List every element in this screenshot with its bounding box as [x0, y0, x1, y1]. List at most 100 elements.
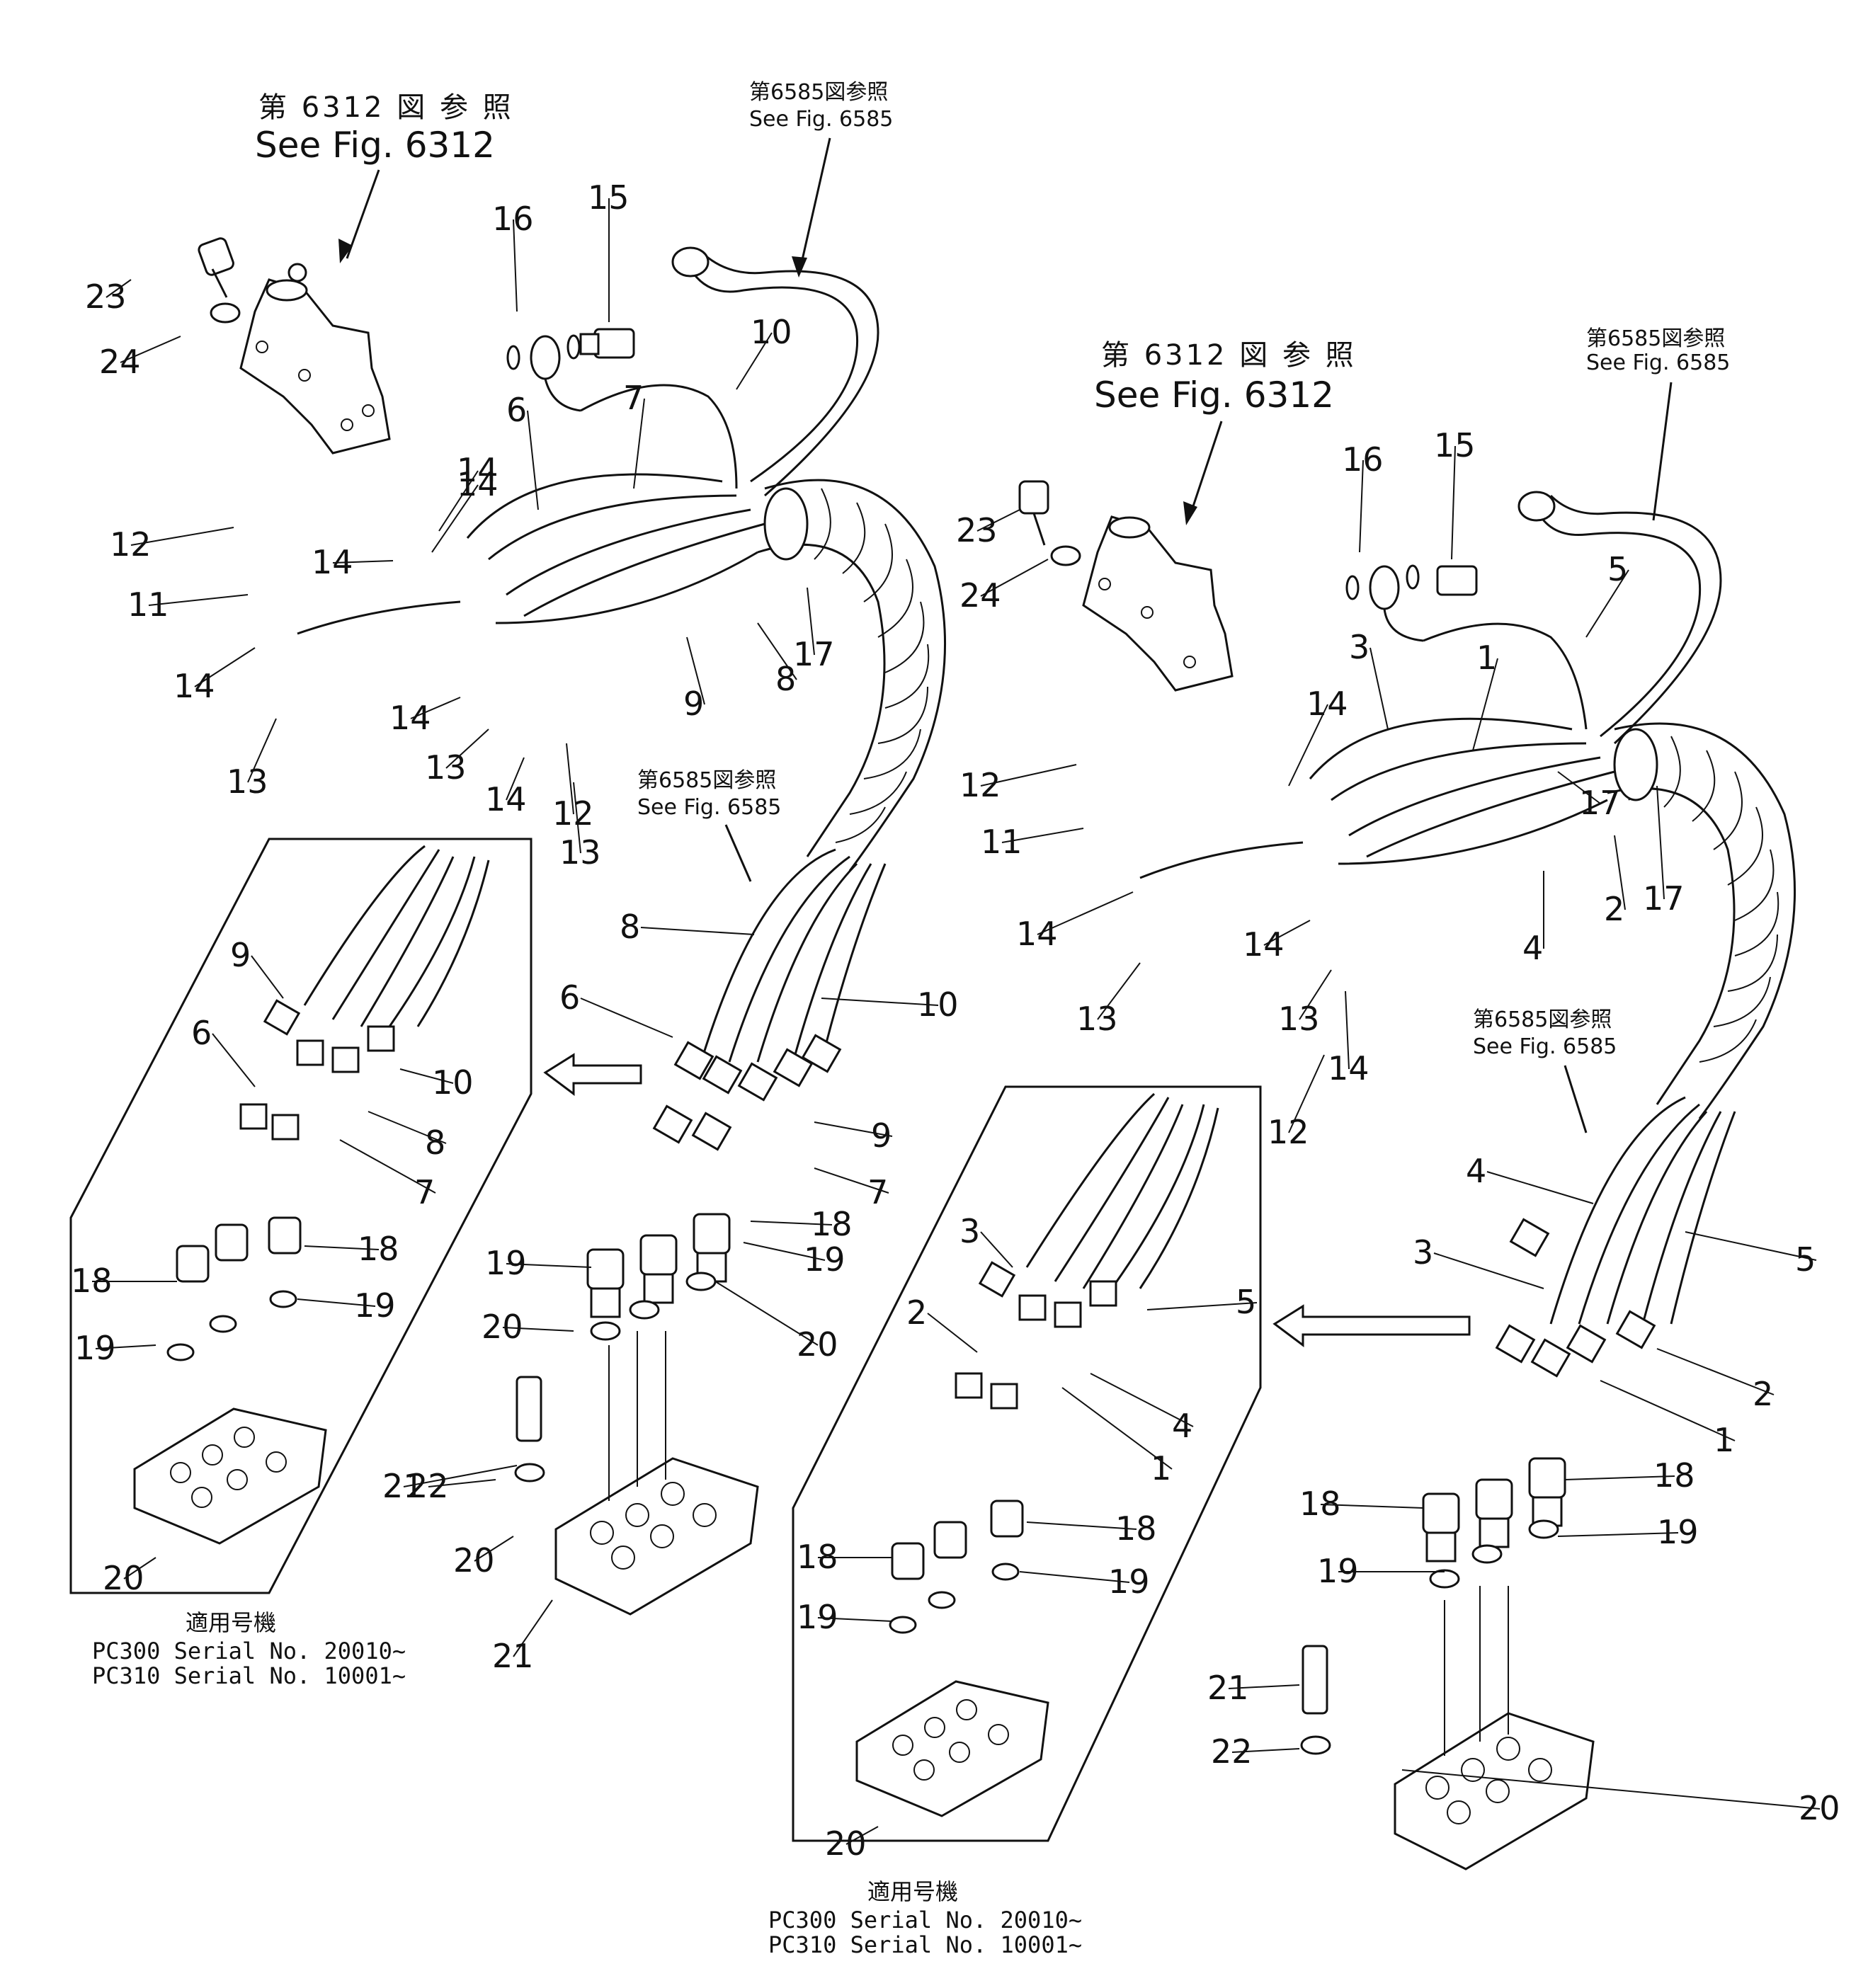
part-number-15: 15 — [1434, 426, 1476, 464]
part-number-21: 21 — [1207, 1669, 1249, 1707]
arrow-head — [1183, 501, 1197, 525]
callout-leader — [1359, 459, 1364, 553]
callout-leader — [474, 1536, 514, 1562]
ref-arrow — [724, 824, 752, 882]
part-number-7: 7 — [414, 1173, 435, 1211]
part-number-18: 18 — [1653, 1456, 1695, 1495]
callout-leader — [1061, 1387, 1173, 1470]
callout-leader — [304, 1245, 380, 1250]
callout-leader — [332, 560, 394, 564]
part-number-2: 2 — [1604, 890, 1624, 928]
o-ring-19 — [685, 1272, 717, 1291]
callout-leader — [1451, 445, 1456, 560]
part-number-24: 24 — [99, 343, 141, 381]
ref-fig6312-jp-left: 第 6312 図 参 照 — [258, 91, 514, 124]
part-number-1: 1 — [1151, 1449, 1171, 1487]
part-number-11: 11 — [981, 823, 1023, 861]
callout-leader — [1600, 1380, 1736, 1441]
callout-leader — [640, 927, 755, 935]
callout-leader — [399, 1068, 454, 1084]
washer-22 — [514, 1463, 545, 1483]
callout-leader — [339, 1139, 436, 1194]
part-number-5: 5 — [1607, 550, 1628, 588]
part-number-18: 18 — [797, 1538, 838, 1576]
callout-leader — [736, 332, 773, 390]
callout-leader — [123, 1557, 156, 1579]
ref-arrow — [1564, 1065, 1588, 1133]
callout-leader — [1433, 1252, 1544, 1289]
callout-leader — [506, 757, 525, 801]
part-number-11: 11 — [127, 585, 169, 624]
bolt-21 — [1302, 1645, 1328, 1715]
ref-arrow — [1188, 421, 1223, 518]
callout-leader — [757, 622, 797, 680]
arrow-head — [792, 256, 807, 278]
serial-heading-right: 適用号機 — [867, 1878, 958, 1905]
callout-leader — [580, 998, 673, 1038]
callout-leader — [251, 955, 284, 999]
spiral-guard-right — [1607, 722, 1796, 1119]
part-number-6: 6 — [191, 1014, 212, 1052]
callout-leader — [1019, 1571, 1130, 1583]
inset-arrow — [543, 1053, 642, 1096]
serial-line2-left: PC310 Serial No. 10001~ — [92, 1662, 406, 1689]
serial-line1-right: PC300 Serial No. 20010~ — [768, 1907, 1082, 1933]
callout-leader — [1288, 704, 1328, 787]
o-ring-19 — [1471, 1544, 1503, 1564]
callout-leader — [1656, 785, 1665, 900]
callout-leader — [1486, 1171, 1594, 1204]
ref-fig6585-en-mid: See Fig. 6585 — [637, 795, 781, 820]
callout-leader — [1557, 1532, 1679, 1537]
callout-leader — [976, 509, 1020, 532]
part-number-7: 7 — [623, 379, 644, 417]
callout-leader — [566, 743, 574, 815]
part-number-10: 10 — [432, 1063, 474, 1102]
hose-bundle-top-left — [297, 246, 879, 635]
part-number-5: 5 — [1795, 1240, 1816, 1279]
callout-leader — [438, 470, 479, 532]
part-number-1: 1 — [1476, 639, 1497, 677]
callout-leader — [633, 398, 645, 489]
part-number-8: 8 — [620, 908, 640, 946]
ref-fig6585-jp-mid: 第6585図参照 — [637, 768, 776, 793]
part-number-2: 2 — [906, 1293, 927, 1332]
callout-leader — [814, 1167, 889, 1194]
serial-line2-right: PC310 Serial No. 10001~ — [768, 1931, 1082, 1958]
pilot-valve-body — [239, 263, 391, 455]
part-number-21: 21 — [382, 1467, 424, 1505]
ref-fig6585-jp-left: 第6585図参照 — [749, 80, 888, 105]
part-number-19: 19 — [1657, 1513, 1699, 1551]
part-number-3: 3 — [959, 1212, 980, 1250]
part-number-23: 23 — [956, 511, 998, 549]
part-number-10: 10 — [917, 986, 959, 1024]
serial-line1-left: PC300 Serial No. 20010~ — [92, 1638, 406, 1664]
hose-bundle-top-right — [1139, 491, 1722, 879]
part-number-4: 4 — [1522, 929, 1543, 967]
part-number-1: 1 — [1714, 1421, 1734, 1459]
callout-leader — [807, 587, 815, 656]
part-number-17: 17 — [1643, 879, 1685, 918]
callout-leader — [506, 1263, 592, 1268]
callout-leader — [686, 636, 705, 705]
part-number-18: 18 — [811, 1205, 853, 1243]
part-number-20: 20 — [482, 1308, 523, 1346]
part-number-19: 19 — [74, 1329, 116, 1367]
callout-leader — [743, 1242, 826, 1261]
callout-leader — [148, 594, 249, 606]
callout-leader — [1228, 1684, 1300, 1689]
part-number-14: 14 — [457, 465, 499, 503]
bolt-23 — [1018, 480, 1049, 515]
part-number-6: 6 — [506, 391, 527, 429]
part-number-18: 18 — [1115, 1509, 1157, 1548]
part-number-4: 4 — [1172, 1407, 1192, 1445]
part-number-6: 6 — [559, 978, 580, 1017]
washer-22 — [1300, 1735, 1331, 1755]
callout-leader — [1231, 1748, 1300, 1753]
part-number-13: 13 — [559, 833, 601, 872]
spiral-guard-left — [757, 479, 946, 872]
part-number-12: 12 — [552, 794, 594, 833]
ref-fig6585-jp-right: 第6585図参照 — [1586, 326, 1725, 351]
ref-fig6312-en-right: See Fig. 6312 — [1094, 375, 1334, 416]
